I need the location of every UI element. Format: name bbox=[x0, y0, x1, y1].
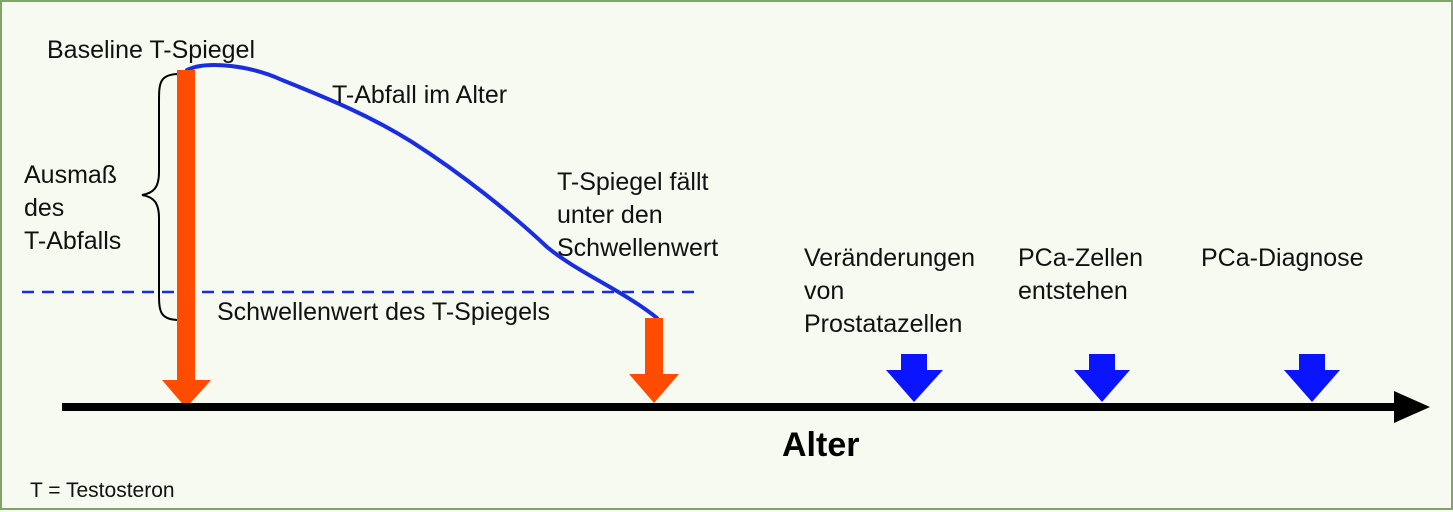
falls-below-label-line2: unter den bbox=[557, 201, 663, 229]
falls-below-label-line3: Schwellenwert bbox=[557, 234, 719, 262]
baseline-drop-arrow bbox=[162, 70, 211, 408]
extent-label-line1: Ausmaß bbox=[24, 161, 118, 189]
baseline-label: Baseline T-Spiegel bbox=[47, 36, 256, 64]
decline-label: T-Abfall im Alter bbox=[332, 81, 508, 109]
cell-changes-label-line2: von bbox=[804, 277, 845, 305]
extent-label-line2: des bbox=[24, 194, 65, 222]
footnote: T = Testosteron bbox=[30, 479, 175, 502]
pca-cells-label-line2: entstehen bbox=[1018, 277, 1128, 305]
arrow-right-icon bbox=[1394, 391, 1430, 423]
decline-curve bbox=[185, 63, 659, 320]
pca-cells-label-line1: PCa-Zellen bbox=[1018, 244, 1144, 272]
cell-changes-label-line1: Veränderungen bbox=[804, 244, 975, 272]
extent-label-line3: T-Abfalls bbox=[24, 227, 122, 255]
arrow-down-icon bbox=[629, 374, 679, 403]
event-arrow-diagnosis bbox=[1284, 354, 1340, 402]
arrow-down-icon bbox=[1074, 370, 1130, 402]
brace-icon bbox=[141, 73, 180, 321]
arrow-down-icon bbox=[886, 370, 943, 402]
event-arrow-cell-changes bbox=[886, 354, 943, 402]
threshold-drop-arrow bbox=[629, 318, 679, 403]
cell-changes-label-line3: Prostatazellen bbox=[804, 310, 963, 338]
arrow-down-icon bbox=[1284, 370, 1340, 402]
event-arrow-pca-cells bbox=[1074, 354, 1130, 402]
age-axis bbox=[62, 391, 1430, 423]
arrow-down-icon bbox=[162, 380, 211, 408]
diagnosis-label: PCa-Diagnose bbox=[1201, 244, 1364, 272]
threshold-label: Schwellenwert des T-Spiegels bbox=[217, 298, 551, 326]
axis-title: Alter bbox=[782, 426, 860, 464]
falls-below-label-line1: T-Spiegel fällt bbox=[557, 168, 709, 196]
